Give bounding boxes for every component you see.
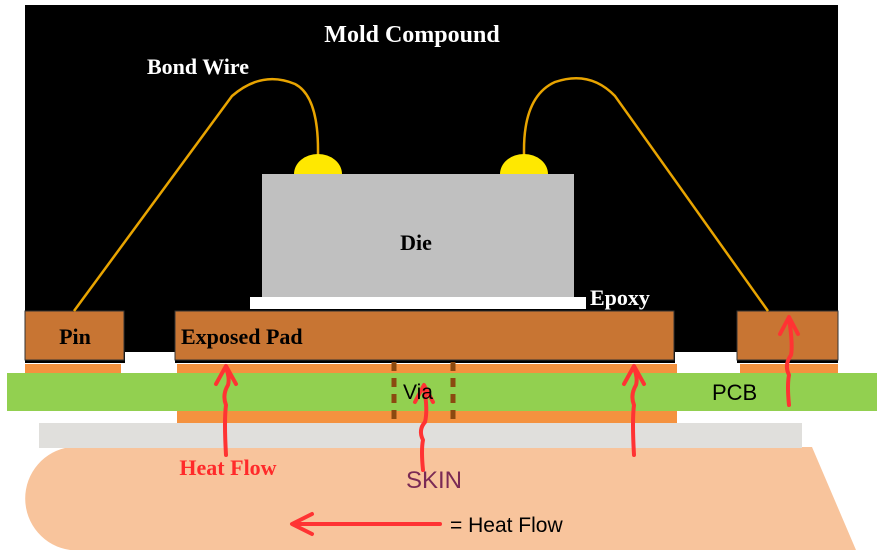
bond-ball-left <box>294 154 342 174</box>
solder-center <box>177 364 677 374</box>
pin-left <box>24 310 125 361</box>
bond-wire-right <box>522 76 770 312</box>
legend-arrow-icon <box>290 512 442 536</box>
skin-layer <box>25 447 856 550</box>
exposed-pad-label: Exposed Pad <box>181 324 303 349</box>
epoxy <box>250 297 586 309</box>
pcb-label: PCB <box>712 380 757 405</box>
skin-label: SKIN <box>406 467 462 494</box>
heat-flow-arrow <box>778 315 800 407</box>
heat-flow-arrow <box>214 364 238 457</box>
solder-left <box>25 364 121 374</box>
pin-label: Pin <box>59 324 91 349</box>
bond-wire-left <box>72 77 320 312</box>
heat-flow-arrow <box>413 383 435 472</box>
epoxy-label: Epoxy <box>590 285 650 310</box>
heat-flow-arrow <box>622 364 646 457</box>
die <box>262 174 574 297</box>
gap <box>675 352 737 364</box>
bond-wire-label: Bond Wire <box>147 54 249 79</box>
gap <box>125 352 175 364</box>
legend-label: = Heat Flow <box>450 514 563 537</box>
exposed-pad <box>174 310 675 361</box>
heat-flow-label: Heat Flow <box>179 455 276 480</box>
via-label: Via <box>403 381 433 404</box>
die-label: Die <box>400 230 432 255</box>
mold-compound-label: Mold Compound <box>324 22 500 48</box>
bond-ball-right <box>500 154 548 174</box>
pcb-layer <box>7 373 877 411</box>
